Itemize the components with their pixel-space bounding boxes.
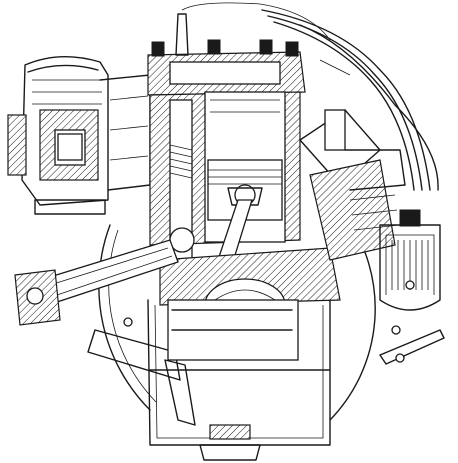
- piston: [207, 159, 283, 221]
- oil-filter: [379, 209, 441, 311]
- mount-bracket: [379, 329, 445, 365]
- crankshaft: [159, 247, 341, 361]
- oil-pump: [14, 239, 179, 326]
- air-cleaner: [7, 55, 151, 215]
- ignition-leads: [261, 9, 439, 191]
- oil-pan: [147, 299, 331, 461]
- cylinder-head: [147, 2, 331, 96]
- distributor: [299, 109, 406, 261]
